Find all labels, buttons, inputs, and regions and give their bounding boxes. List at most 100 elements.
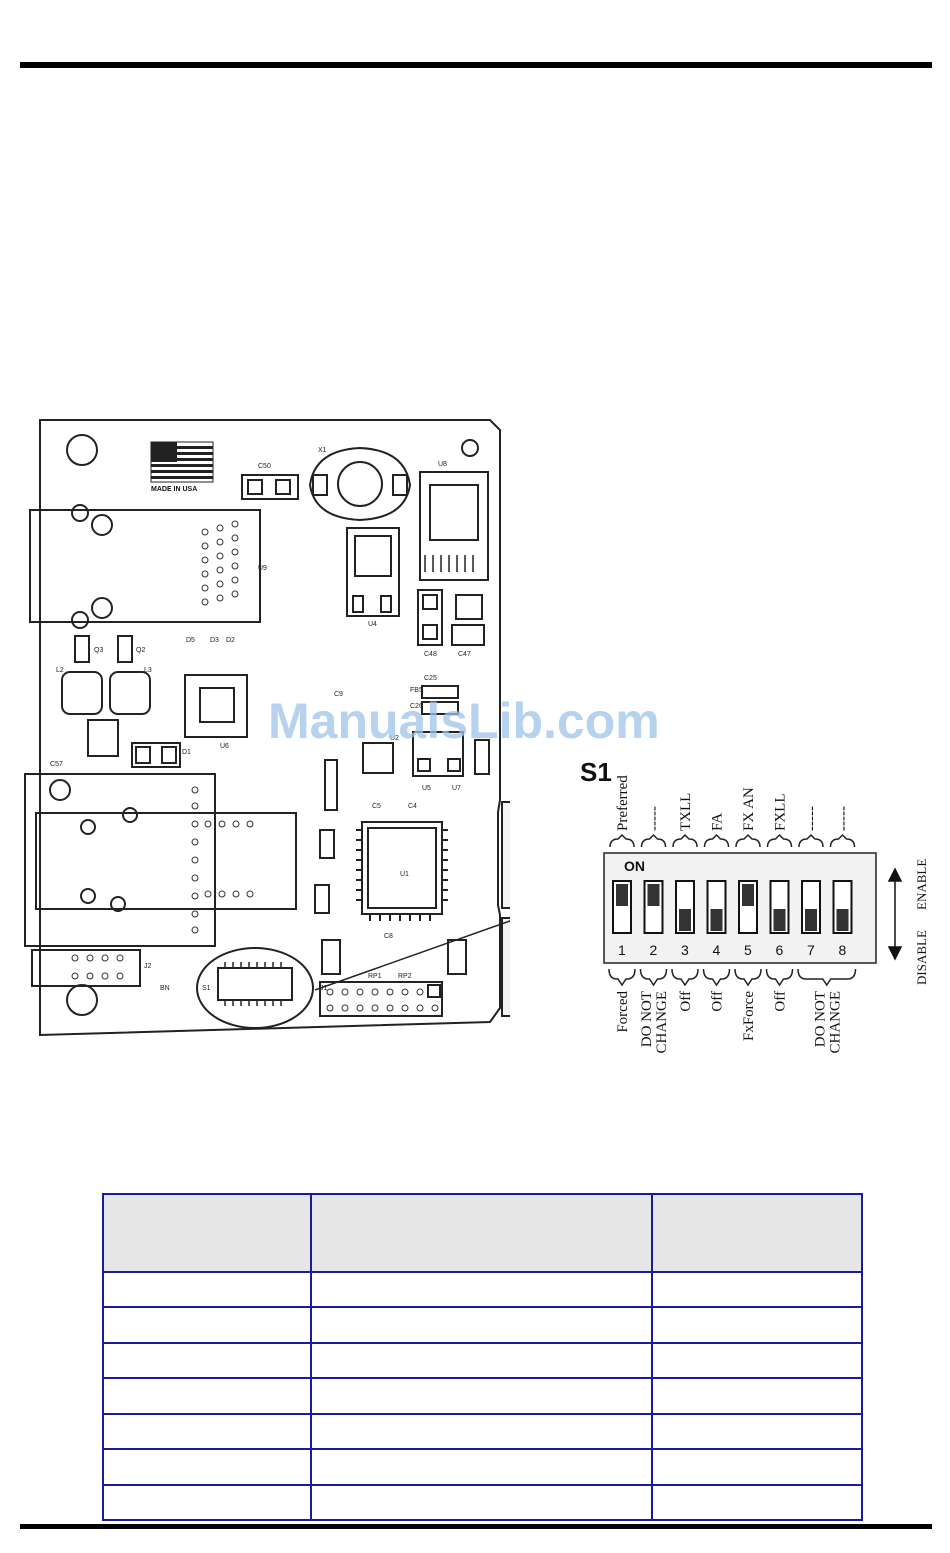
table-cell: [102, 1448, 312, 1486]
switch-top-bracket: [640, 833, 667, 848]
switch-position-label: 5: [744, 942, 752, 958]
board-label: J2: [144, 963, 152, 970]
board-label: C9: [334, 691, 343, 698]
board-label: D2: [226, 637, 235, 644]
table-cell: [651, 1412, 863, 1451]
table-row: [102, 1412, 863, 1451]
switch-bottom-label: Off: [773, 991, 789, 1012]
switch-lever-5: [742, 884, 754, 906]
switch-top-label: FX AN: [741, 787, 757, 831]
board-label: C5: [372, 803, 381, 810]
table-cell: [310, 1341, 653, 1380]
switch-top-label: TXLL: [678, 793, 694, 831]
switch-bottom-bracket: [702, 968, 731, 987]
table-header-cell: [102, 1193, 312, 1273]
table-header-cell: [651, 1193, 863, 1273]
table-cell: [102, 1341, 312, 1380]
board-label: BN: [160, 985, 170, 992]
switch-bottom-bracket: [639, 968, 668, 987]
switch-position-label: 6: [776, 942, 784, 958]
table-row: [102, 1448, 863, 1486]
table-cell: [102, 1270, 312, 1309]
board-label: FB5: [410, 687, 423, 694]
table-cell: [651, 1270, 863, 1309]
switch-lever-7: [805, 909, 817, 931]
switch-bottom-bracket: [797, 968, 857, 987]
switch-lever-1: [616, 884, 628, 906]
switch-top-bracket: [766, 833, 793, 848]
switch-position-label: 4: [713, 942, 721, 958]
switch-bottom-bracket: [671, 968, 699, 987]
switch-top-label: -----: [804, 806, 820, 831]
board-label: D3: [210, 637, 219, 644]
board-label: U8: [438, 461, 447, 468]
switch-bottom-label: Forced: [615, 991, 631, 1033]
switch-lever-3: [679, 909, 691, 931]
switch-position-label: 8: [839, 942, 847, 958]
top-rule: [20, 62, 932, 68]
board-label: S1: [202, 985, 211, 992]
board-label: U7: [452, 785, 461, 792]
board-label: C50: [258, 463, 271, 470]
switch-lever-8: [836, 909, 849, 931]
table-cell: [651, 1341, 863, 1380]
table-cell: [310, 1448, 653, 1486]
board-label: L2: [56, 667, 64, 674]
table-header-cell: [310, 1193, 653, 1273]
switch-name: S1: [580, 757, 612, 787]
enable-disable-arrow-icon: [887, 867, 903, 961]
board-label: D5: [186, 637, 195, 644]
switch-bottom-label: CHANGE: [827, 991, 843, 1054]
switch-top-label: FA: [710, 813, 726, 831]
board-label: Q2: [136, 647, 145, 654]
table-row: [102, 1341, 863, 1380]
switch-top-bracket: [735, 833, 761, 848]
table-cell: [651, 1448, 863, 1486]
switch-top-bracket: [609, 833, 635, 848]
switch-bottom-bracket: [734, 968, 762, 987]
table-row: [102, 1377, 863, 1415]
table-cell: [310, 1412, 653, 1451]
board-label: RP2: [398, 973, 412, 980]
table-cell: [310, 1270, 653, 1309]
table-cell: [651, 1377, 863, 1415]
table-cell: [310, 1483, 653, 1522]
switch-top-bracket: [672, 833, 698, 848]
switch-on-label: ON: [624, 858, 645, 874]
table-row: [102, 1270, 863, 1309]
switch-position-label: 2: [650, 942, 658, 958]
board-label: U4: [368, 621, 377, 628]
board-label: L3: [144, 667, 152, 674]
disable-label: DISABLE: [914, 930, 929, 985]
board-label: J1: [320, 985, 328, 992]
switch-top-bracket: [798, 833, 824, 848]
table-cell: [651, 1483, 863, 1522]
board-label: D1: [182, 749, 191, 756]
switch-top-label: Preferred: [615, 775, 631, 831]
switch-bottom-label: DO NOT: [812, 991, 828, 1047]
circuit-board-diagram: MADE IN USA: [24, 419, 510, 1037]
switch-bottom-label: DO NOT: [639, 991, 655, 1047]
table-cell: [102, 1483, 312, 1522]
board-label: C25: [424, 675, 437, 682]
board-label: C4: [408, 803, 417, 810]
switch-bottom-label: Off: [710, 991, 726, 1012]
switch-bottom-label: FxForce: [741, 991, 757, 1041]
enable-label: ENABLE: [914, 859, 929, 910]
board-label: X1: [318, 447, 327, 454]
board-label: RP1: [368, 973, 382, 980]
switch-position-label: 3: [681, 942, 689, 958]
board-label: U2: [390, 735, 399, 742]
watermark: ManualsLib.com: [268, 693, 660, 749]
board-label: U9: [258, 565, 267, 572]
switch-top-label: -----: [836, 806, 852, 831]
board-label: U6: [220, 743, 229, 750]
table-cell: [310, 1377, 653, 1415]
switch-bottom-label: CHANGE: [654, 991, 670, 1054]
switch-top-label: FXLL: [773, 794, 789, 832]
switch-position-label: 1: [618, 942, 626, 958]
board-label: Q3: [94, 647, 103, 654]
board-label: C48: [424, 651, 437, 658]
board-label: C26: [410, 703, 423, 710]
